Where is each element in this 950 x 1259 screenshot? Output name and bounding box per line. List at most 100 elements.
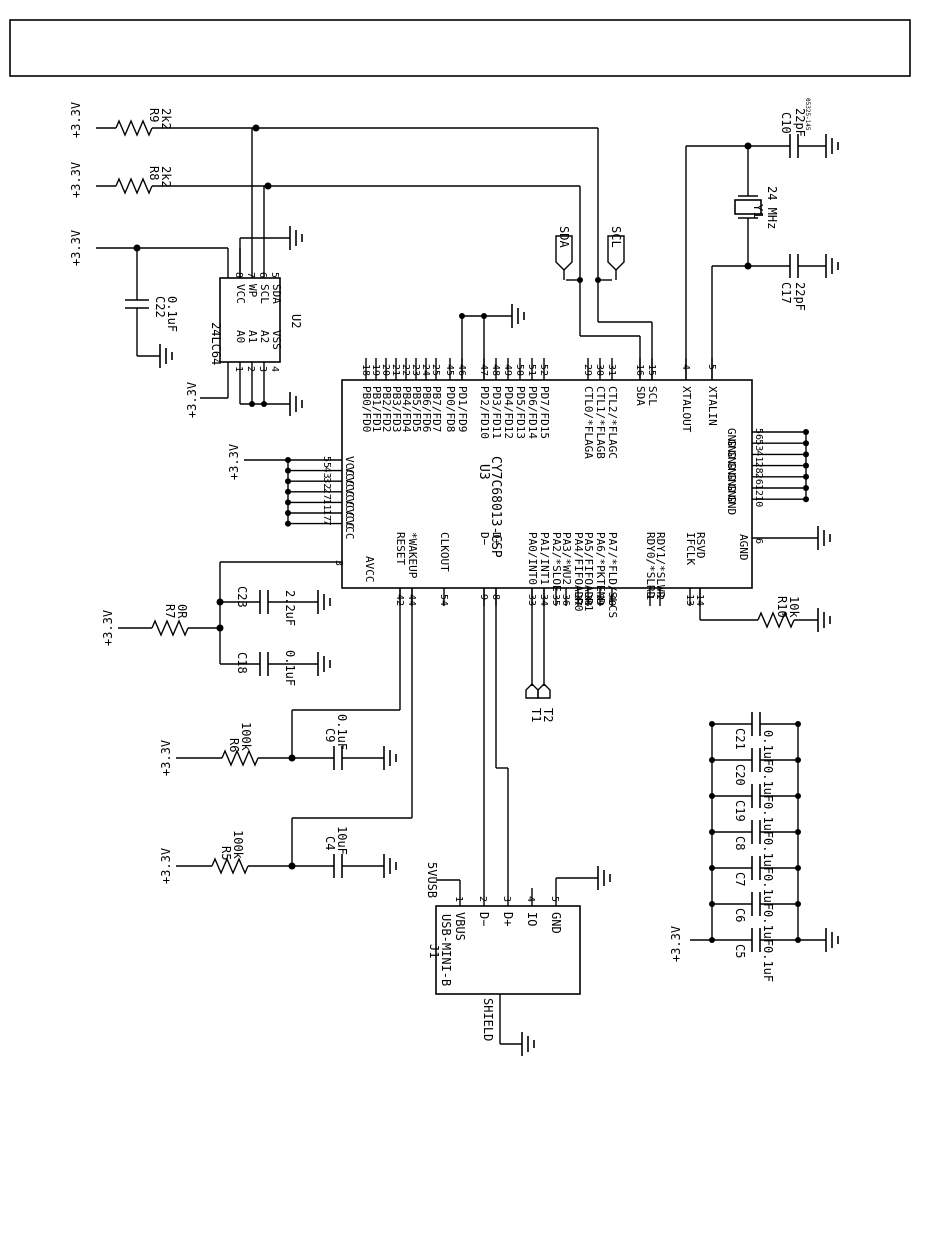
u3-vcc-pin-label-1: VCC: [343, 467, 356, 487]
u3-gnd-pin-num-1: 53: [753, 439, 764, 451]
u3-vcc-pin-label-3: VCC: [343, 488, 356, 508]
u3-top-pin-label-3: PB3/FD3: [390, 386, 403, 432]
u3-top-pin-label-21: XTALOUT: [680, 386, 693, 433]
r9-resistor: R9 2k2 +3.3V: [69, 102, 598, 138]
u3-top-pin-num-0: 18: [360, 364, 371, 376]
u3-vcc-pin-label-2: VCC: [343, 477, 356, 497]
u3-gnd-pin-label-2: GND: [725, 450, 738, 470]
u3-top-pin-label-9: PD1/FD9: [456, 386, 469, 432]
c20-ref: C20: [733, 764, 747, 786]
j1-pin-label-2: D+: [501, 912, 515, 926]
u2-eeprom: 8 7 6 5 1 2 3 4 VCC WP SCL SDA A0 A1 A2 …: [209, 128, 303, 404]
j1-pin-num-2: 3: [501, 896, 512, 902]
u3-top-pin-label-13: PD5/FD13: [514, 386, 527, 439]
u2-pin7-num: 7: [245, 272, 256, 278]
u3-vcc-pin-num-2: 32: [321, 477, 332, 489]
r5-value: 100k: [231, 830, 245, 860]
c9-ref: C9: [323, 728, 337, 742]
c22-supply: +3.3V: [69, 230, 83, 266]
r8-value: 2k2: [159, 166, 173, 188]
u3-top-pin-label-6: PB6/FD6: [420, 386, 433, 432]
decoupling-supply: +3.3V: [669, 926, 683, 962]
j1-pin-label-3: IO: [525, 912, 539, 926]
j1-pin-num-4: 5: [549, 896, 560, 902]
t1-label: T1: [529, 708, 543, 722]
r9-ref: R9: [147, 108, 161, 122]
u3-bottom-pin-label-15: IFCLK: [684, 532, 697, 565]
u3-top-pin-label-12: PD4/FD12: [502, 386, 515, 439]
j1-part: USB-MINI-B: [439, 914, 453, 986]
r8-supply: +3.3V: [69, 162, 83, 198]
u3-bottom-pin-label-16: RSVD: [694, 532, 707, 559]
u2-pin-a2: A2: [258, 330, 271, 343]
u3-top-pin-num-6: 24: [420, 364, 431, 376]
t2-label: T2: [541, 708, 555, 722]
u3-bottom-pin-label-12: PA7/*FLD/SLCS: [606, 532, 619, 618]
c21-ref: C21: [733, 728, 747, 750]
u2-pin8-num: 8: [233, 272, 244, 278]
r10-resistor: R10 10k: [699, 588, 831, 632]
u3-gnd-pin-label-0: GND: [725, 428, 738, 448]
u2-pin-wp: WP: [246, 284, 259, 298]
u3-bottom-pin-label-8: PA3/*WU2: [560, 532, 573, 585]
j1-pin-label-0: VBUS: [453, 912, 467, 941]
u3-gnd-pin-label-4: GND: [725, 473, 738, 493]
u2-pin3-num: 3: [257, 366, 268, 372]
u3-bottom-pin-num-9: 37: [572, 594, 583, 606]
u3-vcc-pin-label-6: VCC: [343, 520, 356, 540]
u3-top-pin-label-19: SDA: [634, 386, 647, 406]
u3-gnd-pin-num-0: 56: [753, 428, 764, 440]
u3-bottom-pins: 42RESET44*WAKEUP54CLKOUT9D−8D+33PA0/INT0…: [394, 532, 707, 618]
j1-pin-num-0: 1: [453, 896, 464, 902]
c5-value: 0.1uF: [761, 946, 775, 982]
u3-bottom-pin-num-15: 13: [684, 594, 695, 606]
c23-value: 2.2uF: [283, 590, 297, 626]
u3-vcc-pin-num-3: 27: [321, 488, 332, 500]
u3-bottom-pin-label-13: RDY0/*SLRD: [644, 532, 657, 598]
u3-top-pin-num-13: 50: [514, 364, 525, 376]
title-frame: [9, 19, 911, 77]
r9-value: 2k2: [159, 108, 173, 130]
u3-top-pin-num-18: 31: [606, 364, 617, 376]
u3-gnd-pin-num-5: 12: [753, 484, 764, 496]
c7-ref: C7: [733, 872, 747, 886]
u2-body: [219, 277, 281, 363]
r10-value: 10k: [787, 596, 801, 618]
u3-gnd-pin-label-5: GND: [725, 484, 738, 504]
u3-bottom-pin-label-9: PA4/FIFOADR0: [572, 532, 585, 611]
u3-top-pin-label-14: PD6/FD14: [526, 386, 539, 439]
c17-value: 22pF: [793, 282, 807, 311]
j1-pin-label-1: D−: [477, 912, 491, 926]
u3-vcc-pin-num-0: 55: [321, 456, 332, 468]
c7-value: 0.1uF: [761, 874, 775, 910]
c22-value: 0.1uF: [165, 296, 179, 332]
u3-bottom-pin-label-7: PA2/*SLOE: [550, 532, 563, 592]
r6-ref: R6: [227, 738, 241, 752]
u3-top-pin-label-22: XTALIN: [706, 386, 719, 426]
r7-supply: +3.3V: [101, 610, 115, 646]
u2-pin4-num: 4: [269, 366, 280, 372]
u3-top-pin-num-1: 19: [370, 364, 381, 376]
r7-value: 0R: [175, 604, 189, 619]
u3-bottom-pin-num-14: 2: [654, 594, 665, 600]
u3-top-pin-label-0: PB0/FD0: [360, 386, 373, 432]
r5-ref: R5: [219, 846, 233, 860]
c18-ref: C18: [235, 652, 249, 674]
u3-vcc-pin-num-6: 7: [321, 520, 332, 526]
u3-ref: U3: [476, 464, 491, 480]
u2-pin-vss: VSS: [270, 330, 283, 350]
c22-capacitor: C22 0.1uF +3.3V: [69, 230, 228, 368]
u2-pin-sda: SDA: [270, 284, 283, 304]
u3-bottom-pin-num-12: 40: [606, 594, 617, 606]
u3-gnd-pin-num-4: 26: [753, 473, 764, 485]
u3-top-pin-label-17: CTL1/*FLAGB: [594, 386, 607, 459]
u3-bottom-pin-num-11: 39: [594, 594, 605, 606]
u3-top-pin-label-16: CTL0/*FLAGA: [582, 386, 595, 459]
u3-top-pin-num-15: 52: [538, 364, 549, 376]
u3-agnd-num: 6: [753, 538, 764, 544]
c23-ref: C23: [235, 586, 249, 608]
